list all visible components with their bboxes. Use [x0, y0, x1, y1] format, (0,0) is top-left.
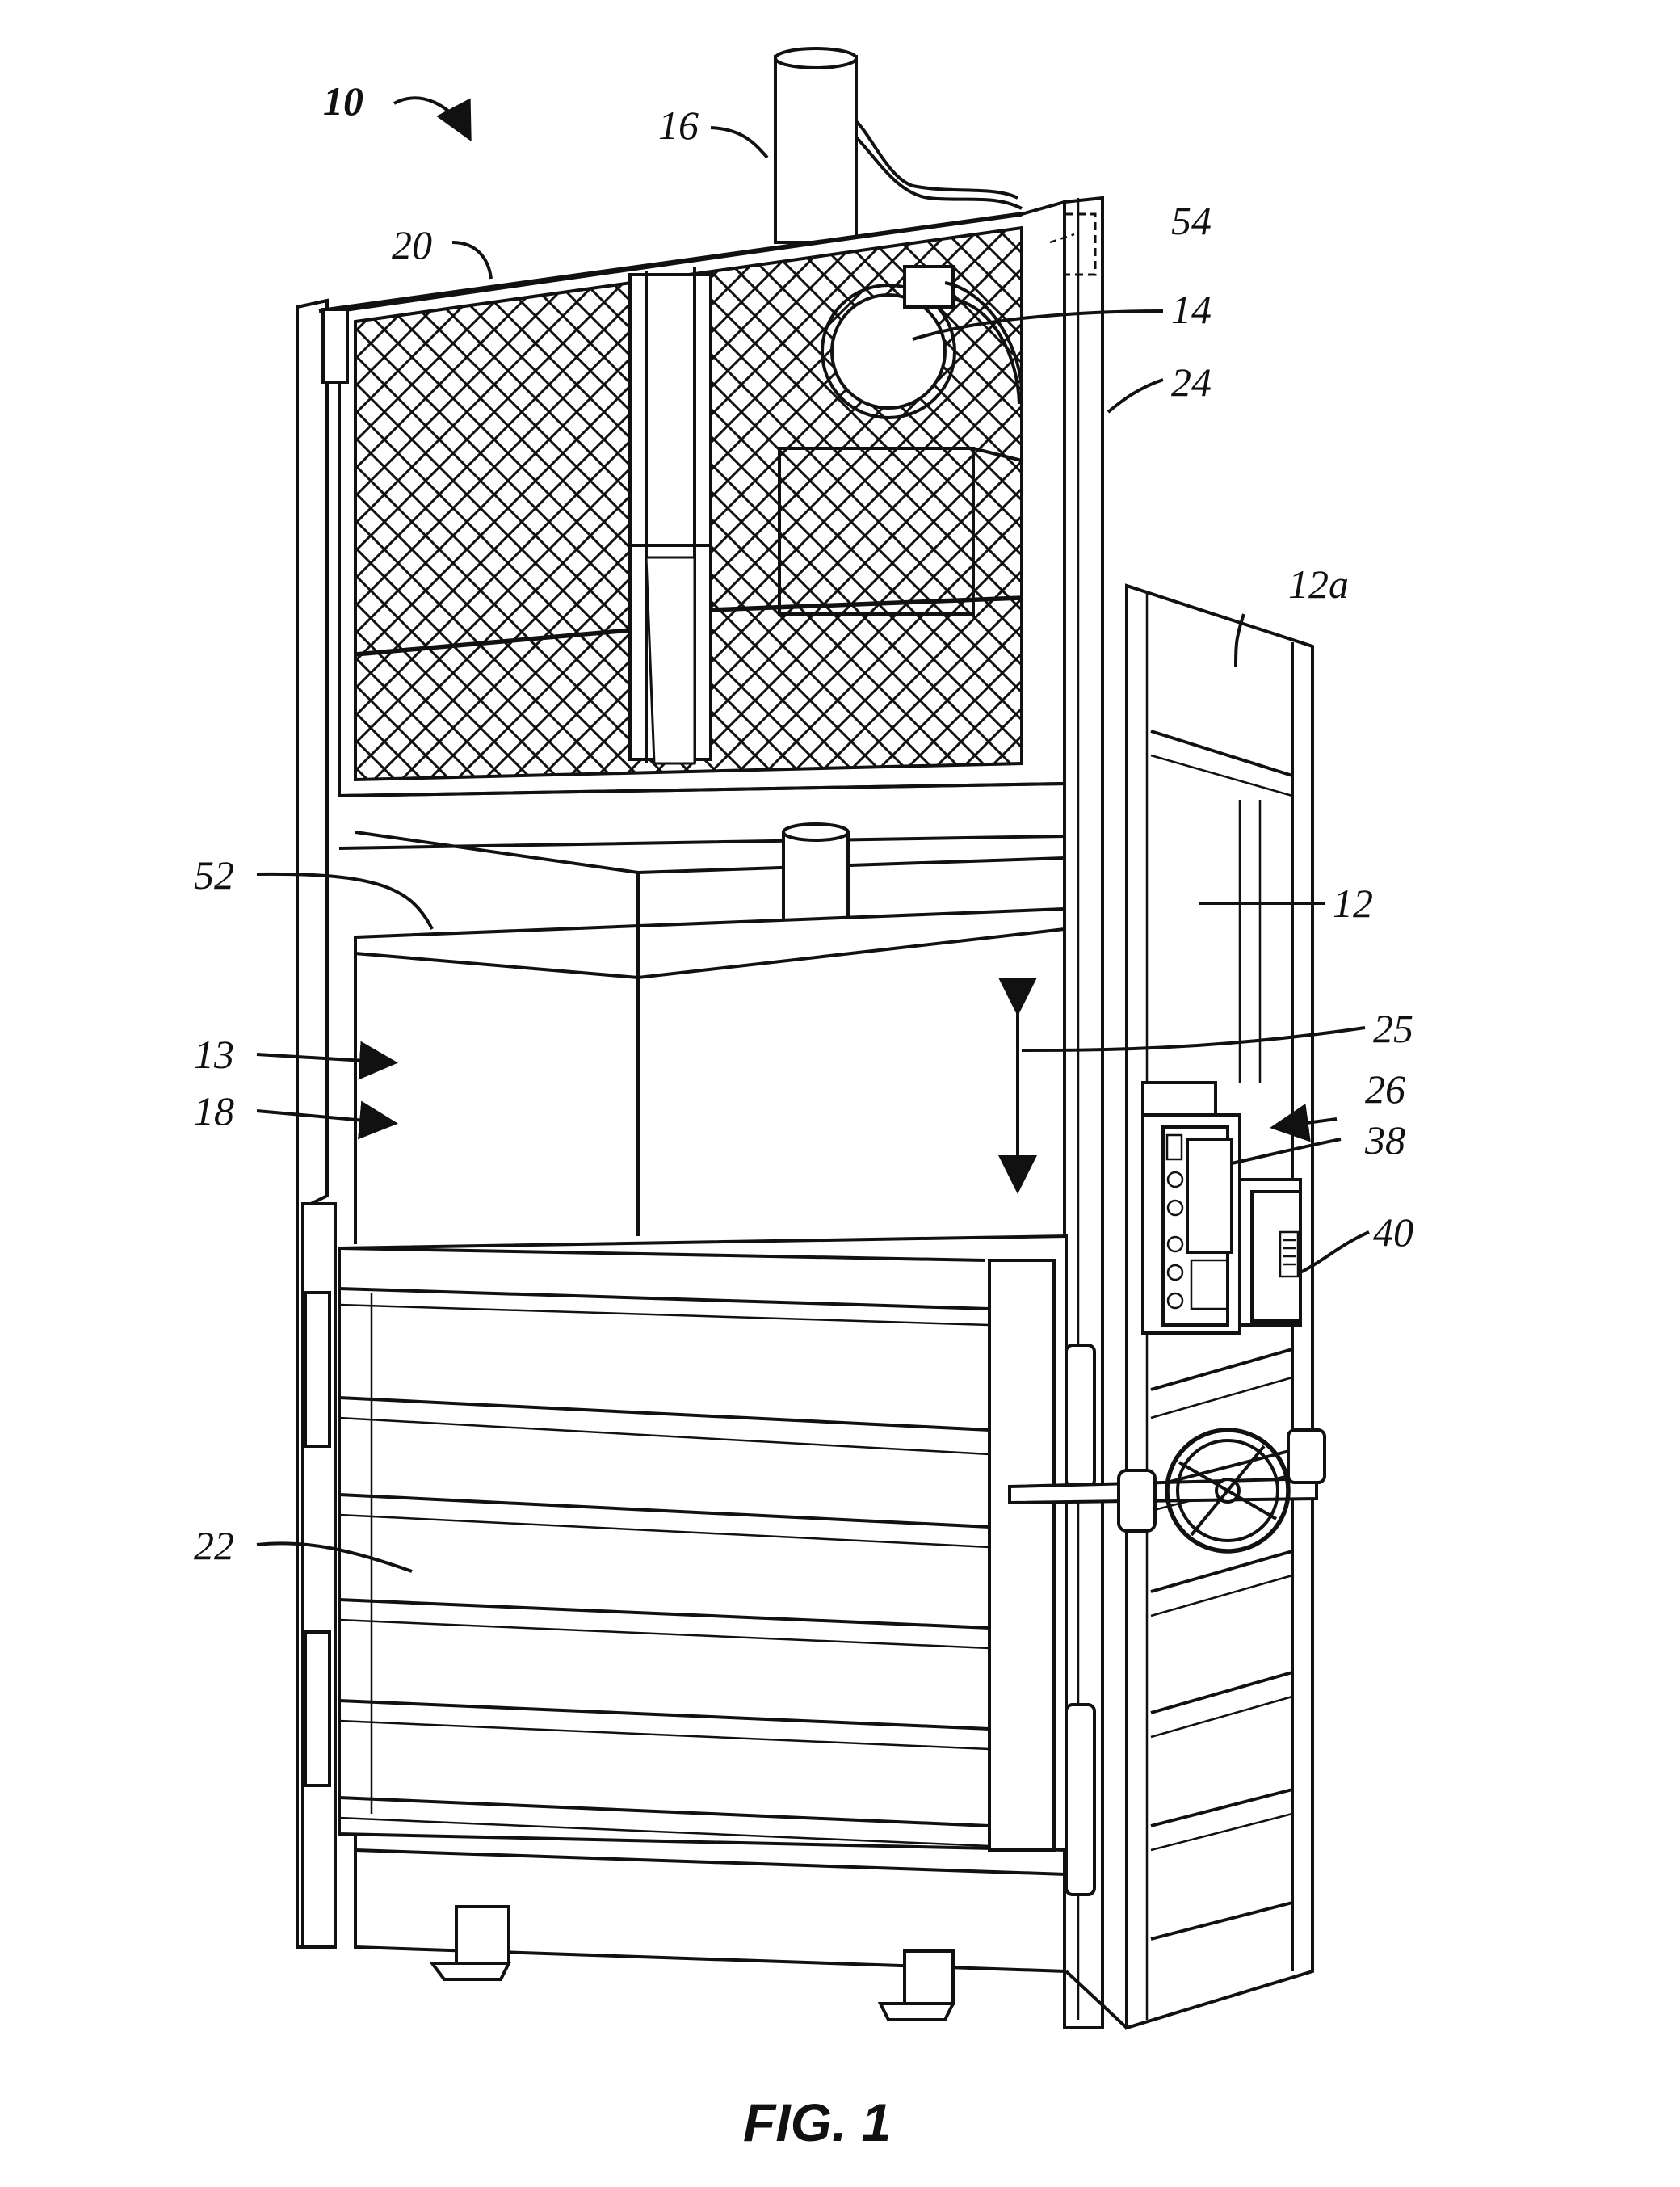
label-26: 26 — [1365, 1066, 1405, 1112]
label-20: 20 — [392, 222, 432, 267]
hydraulic-cylinder — [775, 48, 1022, 242]
label-18: 18 — [194, 1088, 234, 1133]
label-12: 12 — [1333, 881, 1373, 926]
baler-feet — [432, 1907, 1127, 2028]
control-panel — [1143, 1083, 1300, 1333]
compression-chamber — [355, 929, 1065, 1244]
label-24: 24 — [1171, 360, 1212, 405]
label-54: 54 — [1171, 198, 1212, 243]
label-52: 52 — [194, 852, 234, 898]
label-12a: 12a — [1288, 561, 1349, 607]
bale-door — [339, 1236, 1066, 1971]
label-16: 16 — [658, 103, 699, 148]
label-25: 25 — [1373, 1006, 1413, 1051]
label-13: 13 — [194, 1032, 234, 1077]
label-22: 22 — [194, 1523, 234, 1568]
label-14: 14 — [1171, 287, 1212, 332]
label-10: 10 — [323, 78, 363, 124]
label-38: 38 — [1364, 1117, 1405, 1163]
figure-caption: FIG. 1 — [743, 2092, 891, 2152]
platen — [339, 784, 1065, 978]
label-40: 40 — [1373, 1209, 1413, 1255]
